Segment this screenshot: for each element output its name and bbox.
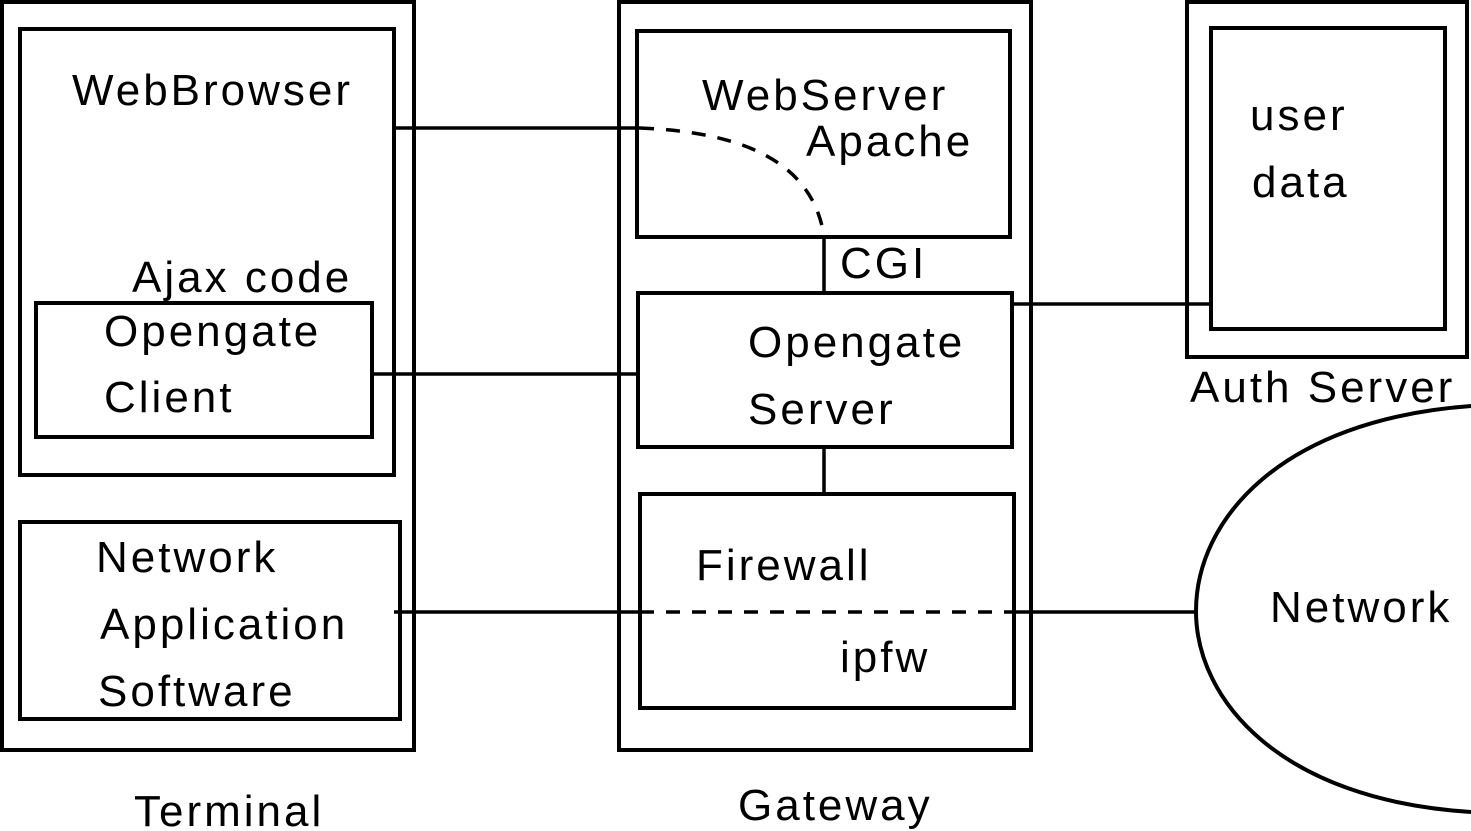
firewall-box (638, 492, 1016, 710)
opengate-client-box (34, 301, 374, 439)
network-group: Network (1193, 404, 1471, 814)
ajax-code-label: Ajax code (132, 253, 352, 302)
auth-server-label: Auth Server (1190, 363, 1455, 412)
user-data-label-line1: user (1250, 91, 1348, 140)
opengate-server-label-line1: Opengate (748, 318, 965, 367)
gateway-label: Gateway (738, 781, 933, 830)
network-application-label-line3: Software (98, 667, 296, 716)
network-application-label-line1: Network (96, 533, 278, 582)
user-data-box (1209, 26, 1447, 331)
opengate-client-label-line2: Client (104, 373, 235, 422)
webserver-label-line1: WebServer (702, 71, 948, 120)
network-label: Network (1270, 583, 1452, 632)
terminal-group: WebBrowser Ajax code Opengate Client Net… (0, 0, 416, 831)
connector-http-to-cgi-dashed (639, 126, 826, 237)
ipfw-label: ipfw (840, 633, 930, 682)
opengate-server-label-line2: Server (748, 385, 896, 434)
cgi-label: CGI (840, 239, 927, 288)
network-application-box (18, 520, 402, 721)
terminal-label: Terminal (134, 787, 324, 831)
firewall-label: Firewall (696, 541, 872, 590)
auth-server-group: user data Auth Server (1185, 0, 1469, 412)
connections (372, 126, 1211, 614)
network-application-label-line2: Application (100, 600, 348, 649)
gateway-group: WebServer Apache CGI Opengate Server Fir… (617, 0, 1033, 830)
opengate-client-label-line1: Opengate (104, 307, 321, 356)
gateway-box (617, 0, 1033, 752)
webbrowser-label: WebBrowser (72, 66, 353, 115)
terminal-box (0, 0, 416, 752)
auth-server-box (1185, 0, 1469, 359)
webbrowser-box (18, 27, 396, 477)
user-data-label-line2: data (1252, 158, 1350, 207)
webserver-label-line2: Apache (806, 117, 973, 166)
